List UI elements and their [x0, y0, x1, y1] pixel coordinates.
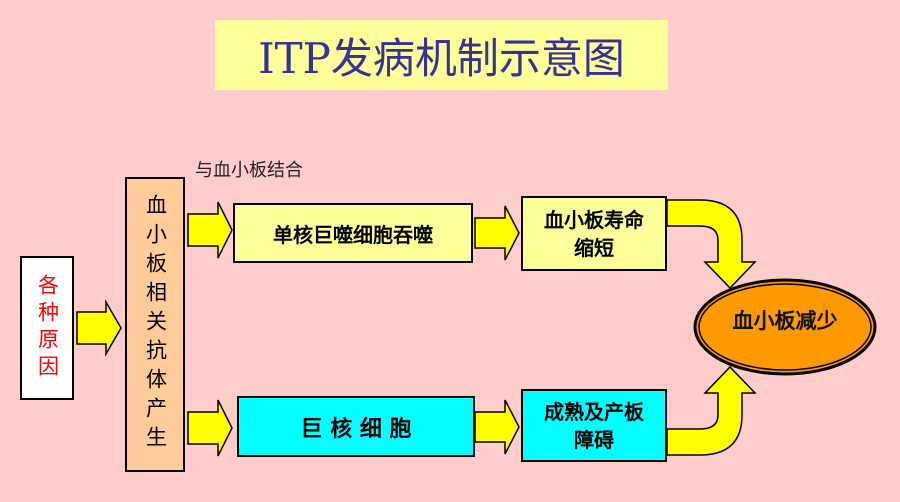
- result-ellipse: [693, 278, 877, 376]
- megakaryocyte-box: 巨 核 细 胞: [237, 396, 475, 457]
- result-label: 血小板减少: [732, 308, 838, 333]
- arrow-megakaryocyte-to-maturation: [474, 399, 520, 455]
- lifespan-box: 血小板寿命缩短: [521, 196, 667, 271]
- antibody-box: 血小板相关抗体产生: [125, 177, 185, 472]
- binding-label: 与血小板结合: [195, 160, 303, 181]
- curved-arrow-bottom: [666, 365, 757, 456]
- antibody-label: 血小板相关抗体产生: [143, 194, 168, 455]
- arrow-antibody-to-megakaryocyte: [187, 399, 233, 457]
- arrow-causes-to-antibody: [76, 299, 122, 357]
- maturation-box: 成熟及产板障碍: [521, 389, 667, 462]
- megakaryocyte-label: 巨 核 细 胞: [300, 415, 412, 442]
- macrophage-label: 单核巨噬细胞吞噬: [273, 222, 433, 247]
- maturation-label: 成熟及产板障碍: [544, 399, 644, 452]
- arrow-macrophage-to-lifespan: [474, 205, 520, 261]
- page-title: ITP发病机制示意图: [215, 20, 668, 90]
- curved-arrow-top: [666, 199, 757, 290]
- causes-box: 各种原因: [20, 256, 74, 400]
- macrophage-box: 单核巨噬细胞吞噬: [233, 203, 473, 263]
- arrow-antibody-to-macrophage: [187, 201, 233, 259]
- lifespan-label: 血小板寿命缩短: [544, 207, 644, 260]
- causes-label: 各种原因: [35, 274, 60, 382]
